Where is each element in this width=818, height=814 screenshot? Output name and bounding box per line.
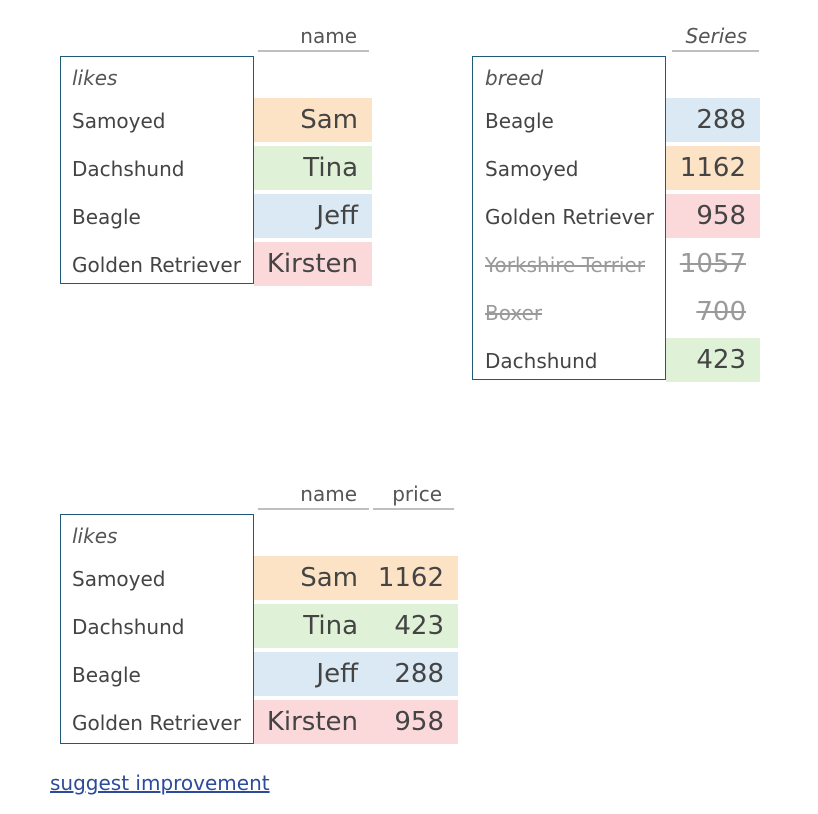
column-header-price: price (373, 484, 454, 510)
index-name: breed (485, 66, 544, 90)
series-value-cell: 1162 (666, 146, 760, 190)
name-cell: Sam (254, 556, 372, 600)
series-value-cell: 288 (666, 98, 760, 142)
row-index-label: Golden Retriever (485, 205, 654, 229)
name-cell: Tina (254, 146, 372, 190)
name-cell: Jeff (254, 194, 372, 238)
row-index-label: Beagle (72, 205, 141, 229)
name-cell: Sam (254, 98, 372, 142)
index-box (60, 56, 254, 284)
name-cell: Kirsten (254, 700, 372, 744)
price-cell: 1162 (372, 556, 458, 600)
row-index-label: Dachshund (72, 615, 185, 639)
row-index-label: Yorkshire Terrier (485, 253, 645, 277)
name-cell: Tina (254, 604, 372, 648)
name-cell: Jeff (254, 652, 372, 696)
price-cell: 958 (372, 700, 458, 744)
series-value-cell: 423 (666, 338, 760, 382)
price-cell: 288 (372, 652, 458, 696)
index-box (472, 56, 666, 380)
row-index-label: Boxer (485, 301, 543, 325)
column-header-name: name (258, 484, 369, 510)
price-cell: 423 (372, 604, 458, 648)
row-index-label: Samoyed (485, 157, 579, 181)
series-value-cell: 1057 (679, 249, 746, 279)
row-index-label: Dachshund (485, 349, 598, 373)
row-index-label: Samoyed (72, 567, 166, 591)
row-index-label: Golden Retriever (72, 253, 241, 277)
column-header-name: name (258, 26, 369, 52)
index-name: likes (72, 524, 118, 548)
series-value-cell: 700 (696, 297, 746, 327)
series-value-cell: 958 (666, 194, 760, 238)
suggest-improvement-link[interactable]: suggest improvement (50, 771, 270, 795)
index-name: likes (72, 66, 118, 90)
index-box (60, 514, 254, 744)
row-index-label: Dachshund (72, 157, 185, 181)
row-index-label: Beagle (72, 663, 141, 687)
column-header-series: Series (672, 26, 759, 52)
row-index-label: Samoyed (72, 109, 166, 133)
row-index-label: Golden Retriever (72, 711, 241, 735)
row-index-label: Beagle (485, 109, 554, 133)
name-cell: Kirsten (254, 242, 372, 286)
